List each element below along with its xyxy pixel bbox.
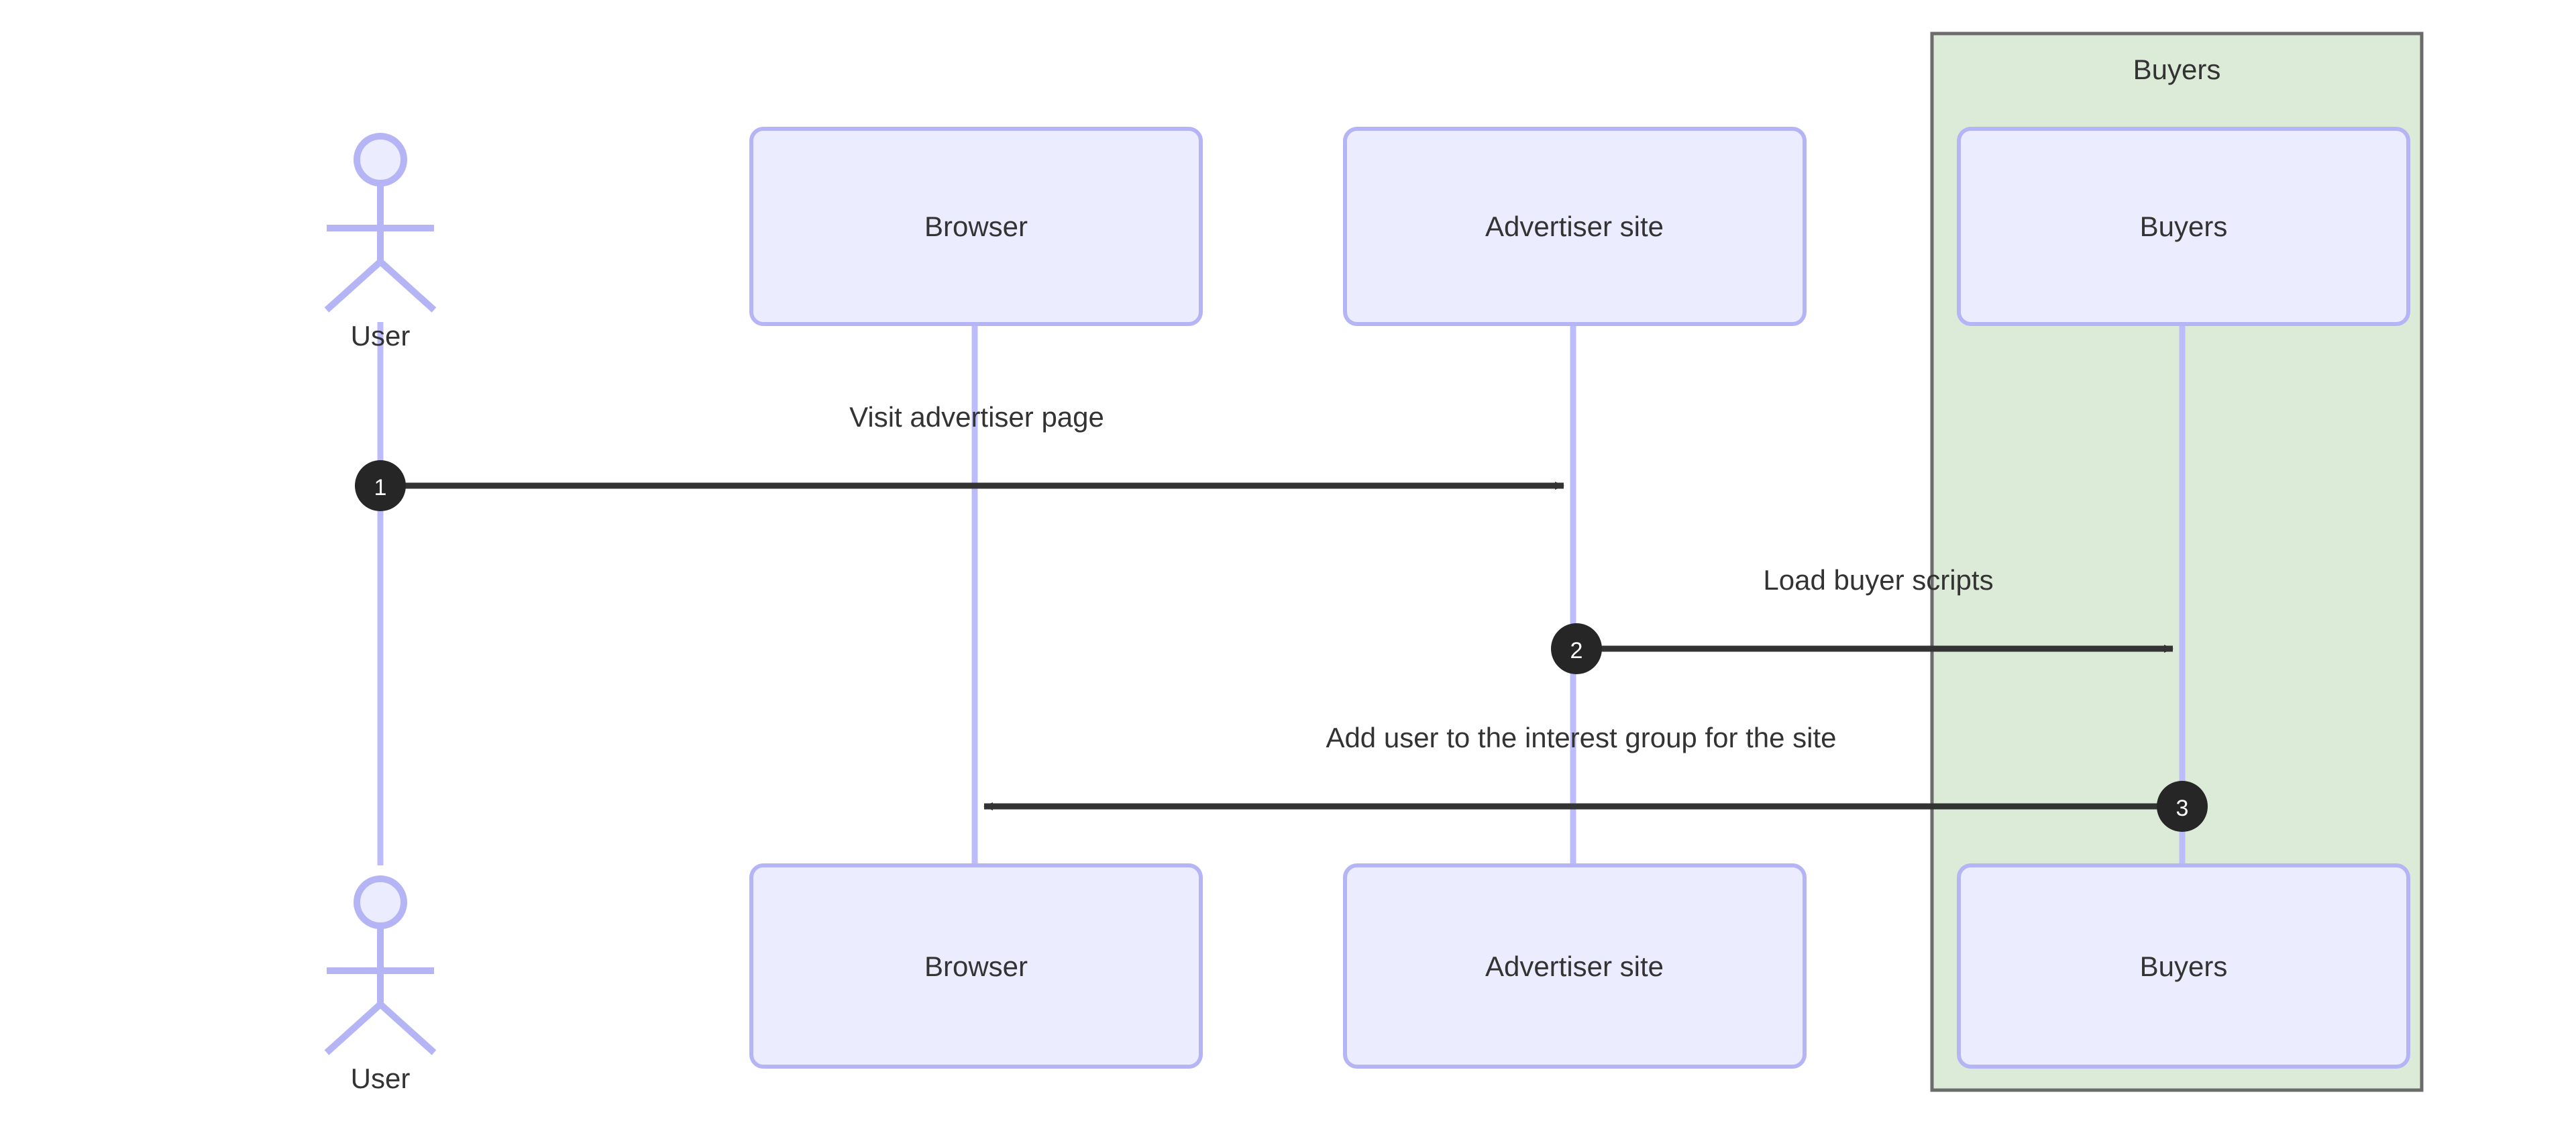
actor-user-top[interactable]: User [324, 133, 437, 352]
actor-left-leg-line [324, 1002, 383, 1055]
actor-right-leg-line [378, 259, 437, 313]
participant-advertiser-bottom[interactable]: Advertiser site [1343, 863, 1807, 1069]
message-1-number: 1 [374, 475, 387, 500]
participant-buyers-bottom[interactable]: Buyers [1957, 863, 2410, 1069]
message-2[interactable]: Load buyer scripts 2 [1551, 564, 2174, 674]
message-1[interactable]: Visit advertiser page 1 [355, 401, 1564, 511]
participant-browser-bottom-label: Browser [924, 951, 1028, 982]
actor-right-leg-line [378, 1002, 437, 1055]
participant-browser-top-label: Browser [924, 211, 1028, 242]
participant-buyers-top-label: Buyers [2140, 211, 2228, 242]
participant-advertiser-bottom-label: Advertiser site [1485, 951, 1664, 982]
message-1-label: Visit advertiser page [849, 401, 1104, 433]
actor-user-bottom[interactable]: User [324, 875, 437, 1094]
message-2-number: 2 [1570, 638, 1583, 663]
participant-advertiser-top-label: Advertiser site [1485, 211, 1664, 242]
participant-buyers-bottom-label: Buyers [2140, 951, 2228, 982]
participant-box [749, 127, 1203, 326]
actor-left-leg-line [324, 259, 383, 313]
message-3-number: 3 [2176, 796, 2189, 821]
participant-box [1343, 127, 1807, 326]
message-3[interactable]: Add user to the interest group for the s… [983, 722, 2208, 832]
group-buyers-label: Buyers [2133, 54, 2221, 85]
message-2-label: Load buyer scripts [1763, 564, 1993, 596]
message-3-label: Add user to the interest group for the s… [1326, 722, 1836, 753]
actor-head-icon [354, 875, 407, 929]
participant-box [749, 863, 1203, 1069]
participant-box [1957, 127, 2410, 326]
actor-user-bottom-label: User [351, 1063, 411, 1094]
participant-box [1957, 863, 2410, 1069]
message-2-badge [1551, 623, 1602, 674]
participant-buyers-top[interactable]: Buyers [1957, 127, 2410, 326]
lifelines [377, 322, 2186, 865]
participant-box [1343, 863, 1807, 1069]
participant-advertiser-top[interactable]: Advertiser site [1343, 127, 1807, 326]
message-3-badge [2157, 781, 2208, 832]
participant-browser-top[interactable]: Browser [749, 127, 1203, 326]
actor-head-icon [354, 133, 407, 186]
participant-browser-bottom[interactable]: Browser [749, 863, 1203, 1069]
message-1-badge [355, 460, 406, 511]
actor-user-top-label: User [351, 320, 411, 352]
